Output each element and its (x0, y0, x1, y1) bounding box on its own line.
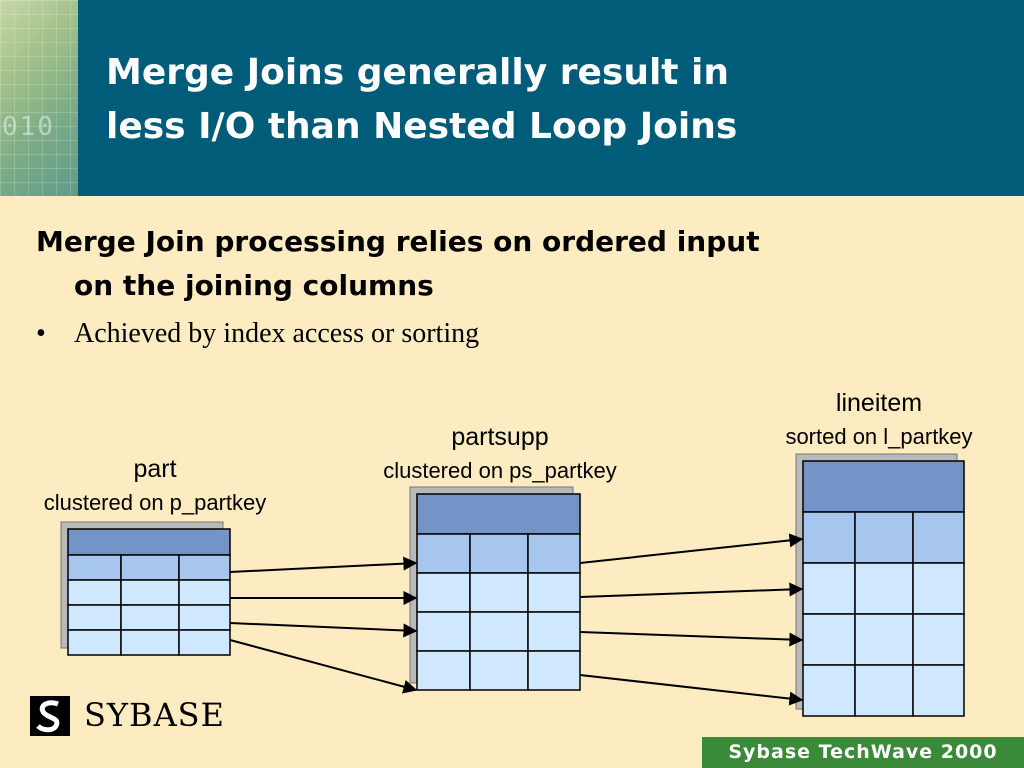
join-arrow (229, 622, 418, 638)
lineitem-table-cell (912, 664, 965, 717)
lineitem-table-cell (802, 613, 856, 666)
event-label: Sybase TechWave 2000 (728, 741, 998, 763)
join-arrow (579, 674, 804, 706)
title-line-2: less I/O than Nested Loop Joins (106, 106, 738, 147)
table-note: clustered on ps_partkey (383, 458, 617, 483)
lineitem-table-cell (912, 511, 965, 564)
grid-texture (0, 0, 78, 196)
partsupp-table-cell (469, 533, 529, 574)
partsupp-table-cell (416, 572, 471, 613)
part-table-cell (67, 629, 122, 656)
partsupp-table-cell (416, 650, 471, 691)
part-table-header (67, 528, 231, 556)
main-point-line-1: Merge Join processing relies on ordered … (36, 225, 760, 258)
title-banner: 010 Merge Joins generally result in less… (0, 0, 1024, 196)
table-label-partsupp: partsupp clustered on ps_partkey (360, 420, 640, 488)
part-table-cell (67, 604, 122, 631)
table-label-lineitem: lineitem sorted on l_partkey (764, 386, 994, 454)
partsupp-table-cell (527, 650, 581, 691)
part-table-cell (67, 579, 122, 606)
table-name: part (133, 455, 177, 483)
join-arrow (229, 556, 418, 573)
partsupp-table-cell (469, 572, 529, 613)
part-table-cell (120, 554, 180, 581)
lineitem-table-cell (854, 562, 914, 615)
lineitem-table-cell (912, 613, 965, 666)
part-table-cell (178, 604, 231, 631)
lineitem-table-cell (802, 664, 856, 717)
partsupp-table-cell (469, 611, 529, 652)
sub-bullet-text: Achieved by index access or sorting (74, 318, 480, 349)
join-arrow (229, 639, 418, 694)
join-arrow (579, 582, 804, 598)
part-table-cell (178, 554, 231, 581)
lineitem-table-header (802, 460, 965, 513)
title-line-1: Merge Joins generally result in (106, 52, 730, 93)
bullet-marker: • (36, 318, 46, 349)
lineitem-table-cell (854, 613, 914, 666)
main-point-line-2: on the joining columns (74, 269, 434, 302)
partsupp-table-cell (416, 533, 471, 574)
lineitem-table-cell (802, 511, 856, 564)
binary-art-decoration: 010 (0, 0, 78, 196)
part-table-cell (178, 579, 231, 606)
partsupp-table-cell (527, 611, 581, 652)
part-table-cell (120, 629, 180, 656)
sybase-logo: SYBASE (28, 694, 224, 738)
lineitem-table-cell (854, 511, 914, 564)
slide-title: Merge Joins generally result in less I/O… (106, 46, 737, 154)
table-note: clustered on p_partkey (43, 490, 267, 515)
part-table-cell (120, 579, 180, 606)
table-label-part: part clustered on p_partkey (30, 452, 280, 520)
sub-bullet: • Achieved by index access or sorting (36, 318, 479, 350)
table-name: lineitem (835, 389, 923, 417)
table-name: partsupp (451, 423, 549, 451)
join-arrow (579, 533, 804, 564)
sybase-s-emblem-icon (30, 696, 70, 736)
part-table-cell (120, 604, 180, 631)
table-note: sorted on l_partkey (785, 424, 973, 449)
lineitem-table-cell (802, 562, 856, 615)
partsupp-table-cell (527, 533, 581, 574)
part-table-cell (178, 629, 231, 656)
event-badge: Sybase TechWave 2000 (702, 737, 1024, 768)
main-point: Merge Join processing relies on ordered … (36, 220, 996, 308)
partsupp-table-cell (527, 572, 581, 613)
lineitem-table-cell (912, 562, 965, 615)
join-arrow (579, 631, 804, 647)
partsupp-table-cell (416, 611, 471, 652)
lineitem-table-cell (854, 664, 914, 717)
partsupp-table-cell (469, 650, 529, 691)
part-table-cell (67, 554, 122, 581)
logo-wordmark: SYBASE (84, 696, 225, 734)
binary-digits-decoration: 010 (2, 112, 55, 142)
partsupp-table-header (416, 493, 581, 535)
